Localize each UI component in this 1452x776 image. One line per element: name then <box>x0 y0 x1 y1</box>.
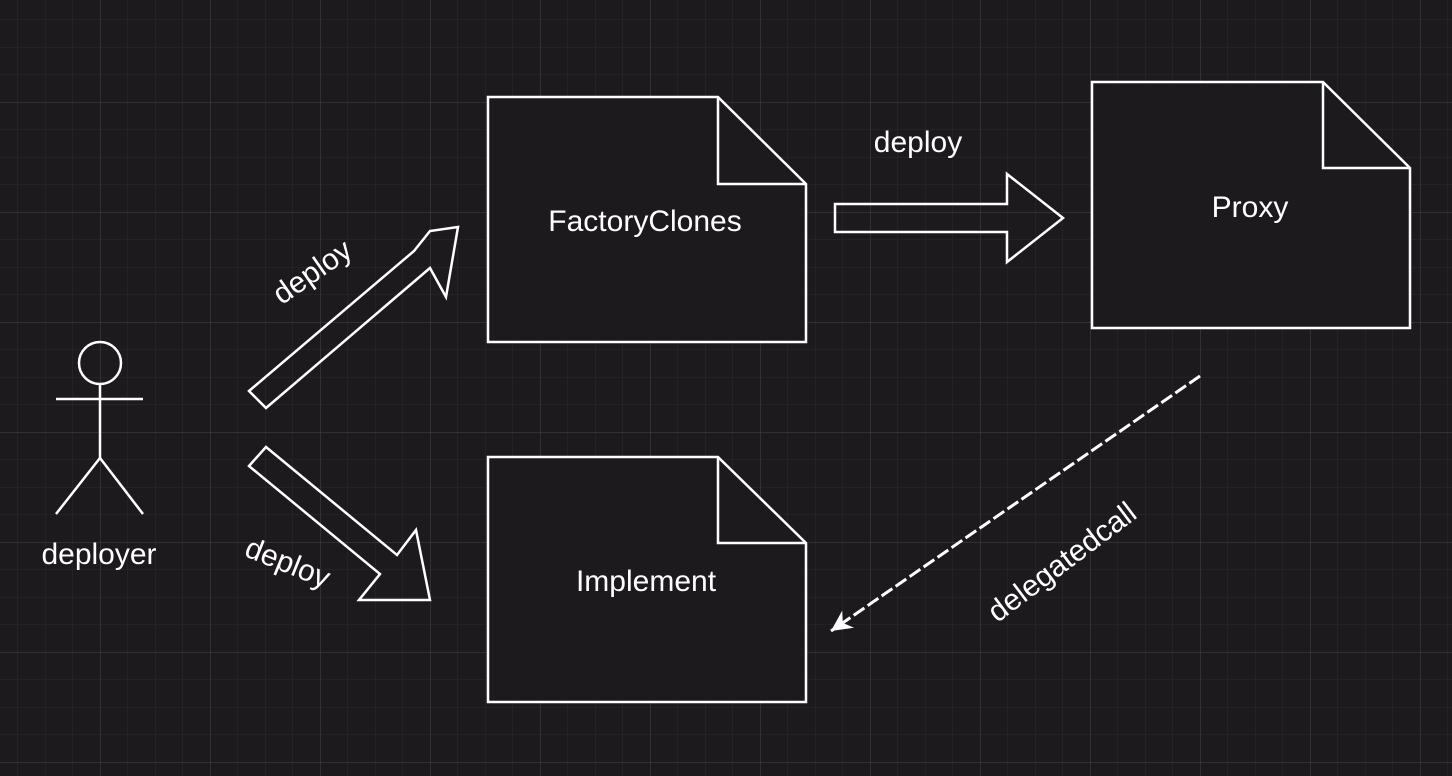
block-arrow-up-right <box>247 225 460 410</box>
block-arrow-down-right <box>247 445 432 602</box>
node-factory-clones-label: FactoryClones <box>548 205 741 238</box>
node-factory-clones[interactable]: FactoryClones <box>486 95 808 344</box>
dashed-arrow-line <box>830 374 1201 633</box>
actor-deployer-label: deployer <box>41 538 156 571</box>
node-implement[interactable]: Implement <box>486 455 808 704</box>
edge-factory-to-proxy[interactable]: deploy <box>833 126 1066 265</box>
edge-factory-to-proxy-label: deploy <box>874 126 962 159</box>
actor-deployer[interactable]: deployer <box>41 340 157 571</box>
node-proxy-label: Proxy <box>1212 191 1289 224</box>
node-proxy[interactable]: Proxy <box>1090 80 1412 330</box>
node-implement-label: Implement <box>576 565 717 598</box>
block-arrow-right <box>833 171 1066 265</box>
